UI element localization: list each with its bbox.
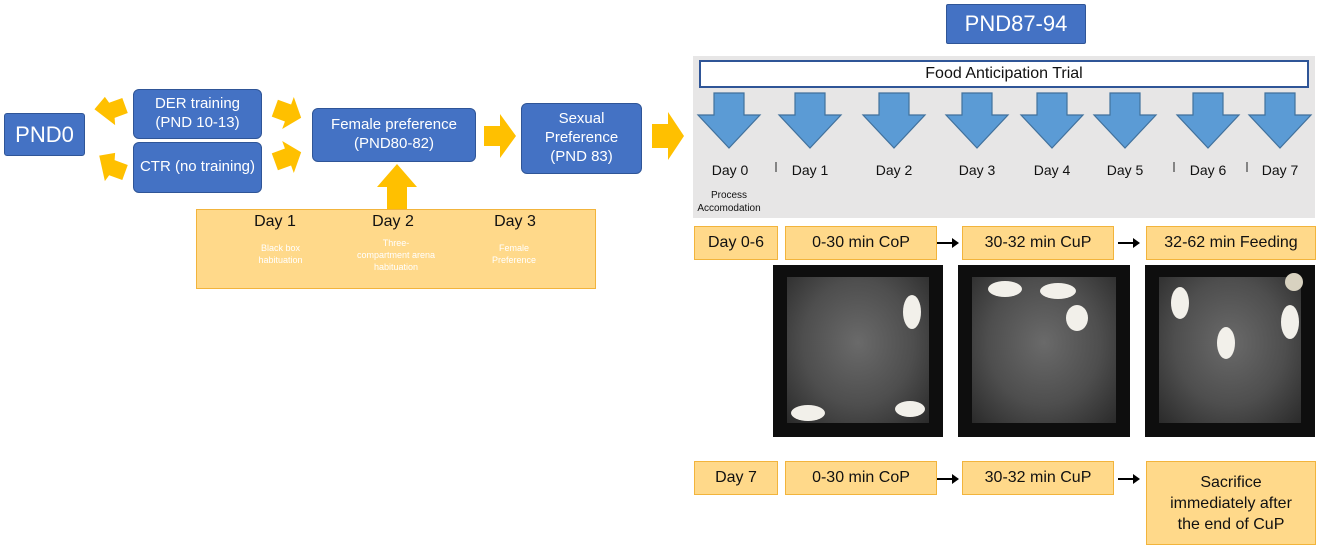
arrow-ctr-fp bbox=[271, 141, 302, 173]
day1-step-line2: habituation bbox=[258, 255, 303, 265]
down-arrow-day3 bbox=[944, 92, 1010, 149]
mouse-cup-3 bbox=[1066, 305, 1088, 331]
day2-step-line3: habituation bbox=[373, 262, 419, 272]
arrow-r2-b bbox=[1118, 474, 1140, 484]
row2-cop: 0-30 min CoP bbox=[785, 461, 937, 495]
der-training-days: (PND 10-13) bbox=[155, 114, 240, 131]
day-label-6: Day 6 bbox=[1189, 162, 1227, 178]
day1-title: Day 1 bbox=[254, 213, 296, 230]
day-label-1: Day 1 bbox=[791, 162, 829, 178]
row2-label: Day 7 bbox=[694, 461, 778, 495]
day0-note-line1: Process bbox=[710, 190, 748, 201]
day-label-7: Day 7 bbox=[1261, 162, 1299, 178]
down-arrow-day0 bbox=[696, 92, 762, 149]
day3-step-line2: Preference bbox=[491, 255, 537, 265]
mouse-feed-3 bbox=[1281, 305, 1299, 339]
arrow-pnd0-ctr bbox=[99, 152, 128, 182]
down-arrow-day1 bbox=[777, 92, 843, 149]
down-arrow-day6 bbox=[1175, 92, 1241, 149]
female-preference-days: (PND80-82) bbox=[353, 135, 435, 152]
arrow-fp-sp bbox=[484, 114, 516, 158]
arrow-pnd0-der bbox=[94, 96, 128, 126]
day-label-3: Day 3 bbox=[958, 162, 996, 178]
photo-cup-arena bbox=[972, 277, 1116, 423]
day-label-5: Day 5 bbox=[1106, 162, 1144, 178]
day1-step-label: Black box habituation bbox=[238, 242, 323, 266]
ctr-box: CTR (no training) bbox=[133, 142, 262, 193]
mouse-cop-3 bbox=[895, 401, 925, 417]
row1-cup: 30-32 min CuP bbox=[962, 226, 1114, 260]
row2-sacrifice-line3: the end of CuP bbox=[1177, 515, 1285, 533]
row1-feeding: 32-62 min Feeding bbox=[1146, 226, 1316, 260]
day2-step-label: Three- compartment arena habituation bbox=[336, 237, 456, 273]
arrow-der-fp bbox=[271, 97, 302, 129]
sexual-preference-line2: Preference bbox=[544, 129, 619, 147]
habituation-panel bbox=[196, 209, 596, 289]
day2-step-line2: compartment arena bbox=[356, 250, 436, 260]
mouse-cop-2 bbox=[791, 405, 825, 421]
day0-note: Process Accomodation bbox=[689, 189, 769, 215]
arrow-r1-a bbox=[937, 238, 959, 248]
day-label-2: Day 2 bbox=[875, 162, 913, 178]
row1-cop: 0-30 min CoP bbox=[785, 226, 937, 260]
photo-cop bbox=[773, 265, 943, 437]
mouse-cup-2 bbox=[1040, 283, 1076, 299]
day1-step-line1: Black box bbox=[260, 243, 301, 253]
row1-label: Day 0-6 bbox=[694, 226, 778, 260]
food-pellet bbox=[1285, 273, 1303, 291]
down-arrow-day2 bbox=[861, 92, 927, 149]
female-preference-box: Female preference (PND80-82) bbox=[312, 108, 476, 162]
down-arrow-day7 bbox=[1247, 92, 1313, 149]
down-arrow-day4 bbox=[1019, 92, 1085, 149]
mouse-feed-2 bbox=[1217, 327, 1235, 359]
trial-title-box: Food Anticipation Trial bbox=[699, 60, 1309, 88]
day3-step-line1: Female bbox=[498, 243, 529, 253]
sexual-preference-line1: Sexual bbox=[558, 110, 605, 128]
row2-cup: 30-32 min CuP bbox=[962, 461, 1114, 495]
sexual-preference-box: Sexual Preference (PND 83) bbox=[521, 103, 642, 174]
day-label-4: Day 4 bbox=[1033, 162, 1071, 178]
arrow-up-days bbox=[377, 164, 417, 210]
pnd0-box: PND0 bbox=[4, 113, 85, 156]
photo-feeding bbox=[1145, 265, 1315, 437]
female-preference-title: Female preference bbox=[331, 116, 457, 134]
day3-title: Day 3 bbox=[494, 213, 536, 230]
day-label-0: Day 0 bbox=[711, 162, 749, 178]
mouse-feed-1 bbox=[1171, 287, 1189, 319]
day3-step-label: Female Preference bbox=[470, 242, 558, 266]
row2-sacrifice-line2: immediately after bbox=[1170, 494, 1292, 512]
day2-step-line1: Three- bbox=[382, 238, 410, 248]
arrow-r2-a bbox=[937, 474, 959, 484]
mouse-cup-1 bbox=[988, 281, 1022, 297]
photo-cup bbox=[958, 265, 1130, 437]
day0-note-line2: Accomodation bbox=[697, 203, 761, 214]
arrow-r1-b bbox=[1118, 238, 1140, 248]
mouse-cop-1 bbox=[903, 295, 921, 329]
der-training-title: DER training bbox=[154, 95, 241, 113]
row2-sacrifice: Sacrifice immediately after the end of C… bbox=[1146, 461, 1316, 545]
der-training-box: DER training (PND 10-13) bbox=[133, 89, 262, 139]
day2-title: Day 2 bbox=[372, 213, 414, 230]
row2-sacrifice-line1: Sacrifice bbox=[1200, 473, 1262, 491]
down-arrow-day5 bbox=[1092, 92, 1158, 149]
pnd87-header: PND87-94 bbox=[946, 4, 1086, 44]
arrow-sp-panel bbox=[652, 112, 684, 160]
sexual-preference-line3: (PND 83) bbox=[550, 147, 613, 165]
